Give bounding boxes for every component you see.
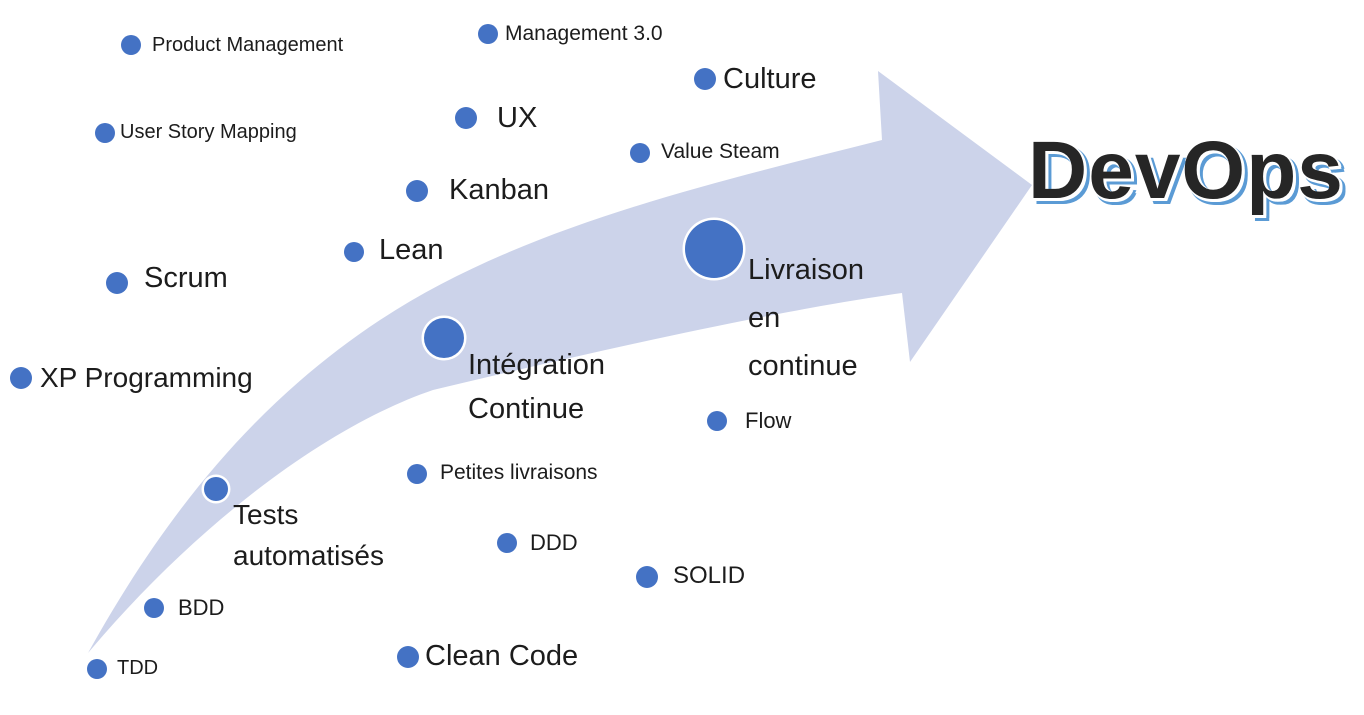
practice-label-culture: Culture [723,63,817,95]
practice-label-lean: Lean [379,234,444,266]
practice-label-ddd: DDD [530,530,578,555]
practice-label-integration-continue: Intégration Continue [468,349,606,425]
practice-label-petites-livraisons: Petites livraisons [440,461,598,484]
practice-dot-kanban [406,180,428,202]
practice-dot-flow [707,411,727,431]
practice-dot-ddd [497,533,517,553]
practice-dot-bdd [144,598,164,618]
devops-title: DevOps [1028,125,1344,216]
practice-dot-value-steam [630,143,650,163]
practice-dot-management-3-0 [478,24,498,44]
practice-label-flow: Flow [745,408,792,433]
practice-label-clean-code: Clean Code [425,640,579,672]
practice-label-ux: UX [497,102,538,134]
practice-label-livraison-en-continue: Livraison en continue [748,254,865,382]
practice-label-xp-programming: XP Programming [40,362,253,393]
devops-arrow-icon [88,71,1032,653]
practice-label-bdd: BDD [178,595,225,620]
practice-label-kanban: Kanban [449,174,549,206]
practice-dot-xp-programming [10,367,32,389]
practice-dot-clean-code [397,646,419,668]
practice-label-product-management: Product Management [152,34,344,56]
practice-label-tests-automatises: Tests automatisés [233,499,384,571]
practice-dot-tests-automatises [204,477,228,501]
practice-dot-culture [694,68,716,90]
practice-dot-product-management [121,35,141,55]
practice-dot-livraison-en-continue [685,220,743,278]
practice-dot-user-story-mapping [95,123,115,143]
practice-dot-tdd [87,659,107,679]
practice-dot-integration-continue [424,318,464,358]
practice-label-tdd: TDD [117,657,159,679]
practice-label-user-story-mapping: User Story Mapping [120,121,297,143]
practice-dot-lean [344,242,364,262]
practice-dot-solid [636,566,658,588]
practice-label-value-steam: Value Steam [661,140,780,163]
practice-label-management-3-0: Management 3.0 [505,22,663,45]
practice-dot-scrum [106,272,128,294]
practice-label-solid: SOLID [673,562,746,589]
practice-dot-ux [455,107,477,129]
practice-label-scrum: Scrum [144,262,228,294]
practice-dot-petites-livraisons [407,464,427,484]
